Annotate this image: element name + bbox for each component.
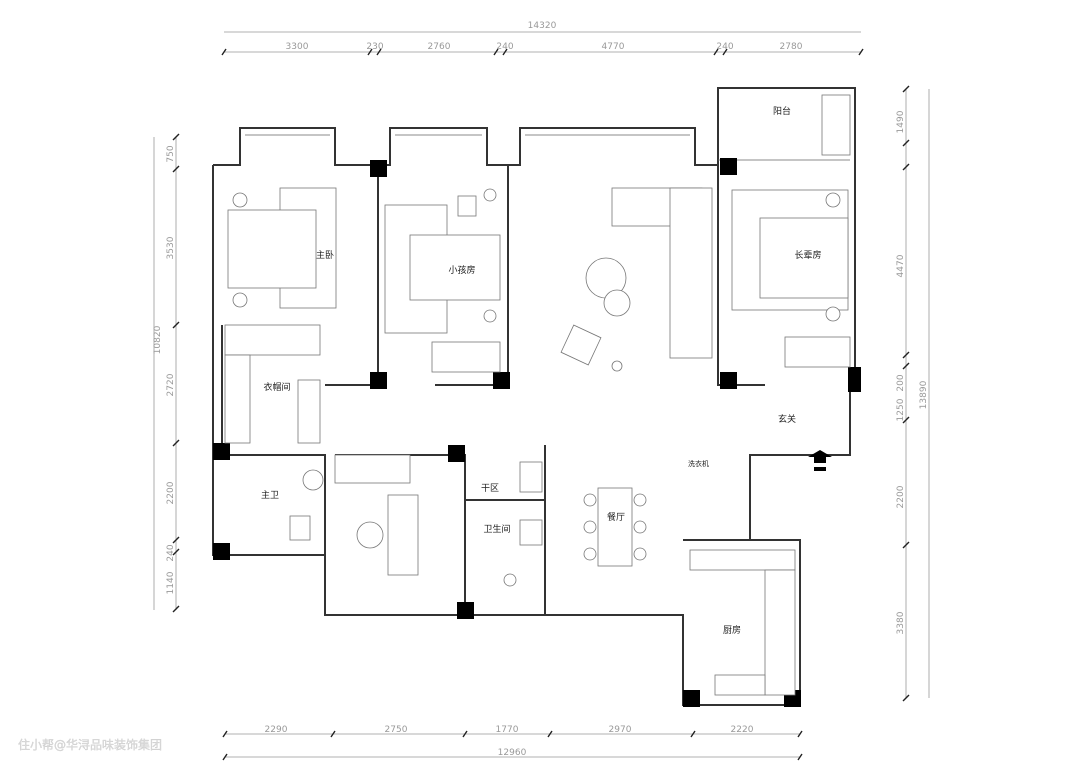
top-dimensions: 14320 3300 230 2760 240 4770 240 2780	[221, 21, 864, 56]
dim-left-2: 2720	[166, 373, 176, 396]
room-bathroom: 卫生间	[483, 523, 510, 535]
dim-bottom-0: 2290	[265, 725, 288, 735]
room-kids: 小孩房	[448, 264, 475, 276]
right-dimensions: 1490 4470 200 1250 2200 3380 13890	[896, 85, 930, 702]
room-kitchen: 厨房	[723, 624, 741, 636]
bottom-dimensions: 2290 2750 1770 2970 2220 12960	[222, 725, 803, 761]
furniture	[224, 94, 851, 696]
entrance-arrow-icon	[808, 450, 832, 471]
room-foyer: 玄关	[778, 413, 796, 425]
dim-right-0: 1490	[896, 110, 906, 133]
dim-left-1: 3530	[166, 236, 176, 259]
room-balcony: 阳台	[773, 105, 791, 117]
dim-bottom-3: 2970	[609, 725, 632, 735]
dim-right-5: 3380	[896, 611, 906, 634]
room-closet: 衣帽间	[263, 381, 290, 393]
dim-top-0: 3300	[286, 42, 309, 52]
room-dry-area: 干区	[481, 483, 499, 494]
master-bed	[227, 209, 317, 289]
dim-right-1: 4470	[896, 254, 906, 277]
dim-left-total: 10820	[153, 325, 163, 354]
room-master-bedroom: 主卧	[316, 249, 334, 261]
dim-top-4: 4770	[602, 42, 625, 52]
elder-bed	[759, 217, 849, 299]
dim-bottom-1: 2750	[385, 725, 408, 735]
dim-bottom-4: 2220	[731, 725, 754, 735]
room-labels: 主卧 小孩房 长辈房 阳台 衣帽间 玄关 主卫 干区 卫生间 餐厅 厨房 洗衣机	[261, 105, 822, 636]
dining-table	[597, 487, 633, 567]
dim-right-3: 1250	[896, 398, 906, 421]
room-elder: 长辈房	[794, 249, 821, 261]
dim-top-3: 240	[496, 42, 513, 52]
dim-bottom-total: 12960	[498, 748, 527, 758]
desk	[387, 494, 419, 576]
dim-right-total: 13890	[919, 380, 929, 409]
dim-top-total: 14320	[528, 21, 557, 31]
dim-bottom-2: 1770	[496, 725, 519, 735]
dim-right-4: 2200	[896, 485, 906, 508]
dim-top-2: 2760	[428, 42, 451, 52]
dim-left-0: 750	[166, 145, 176, 162]
kids-bed	[409, 234, 501, 301]
armchair	[560, 324, 602, 366]
room-dining: 餐厅	[607, 511, 625, 523]
dim-left-4: 240	[166, 544, 176, 561]
watermark: 住小帮@华浔品味装饰集团	[18, 737, 162, 752]
left-dimensions: 10820 750 3530 2720 2200 240 1140	[153, 133, 180, 613]
dim-left-3: 2200	[166, 481, 176, 504]
dim-top-1: 230	[366, 42, 383, 52]
dim-top-6: 2780	[780, 42, 803, 52]
dim-top-5: 240	[716, 42, 733, 52]
dim-right-2: 200	[896, 374, 906, 391]
appliance-label: 洗衣机	[688, 459, 709, 468]
room-master-bath: 主卫	[261, 489, 279, 501]
dim-left-5: 1140	[166, 571, 176, 594]
